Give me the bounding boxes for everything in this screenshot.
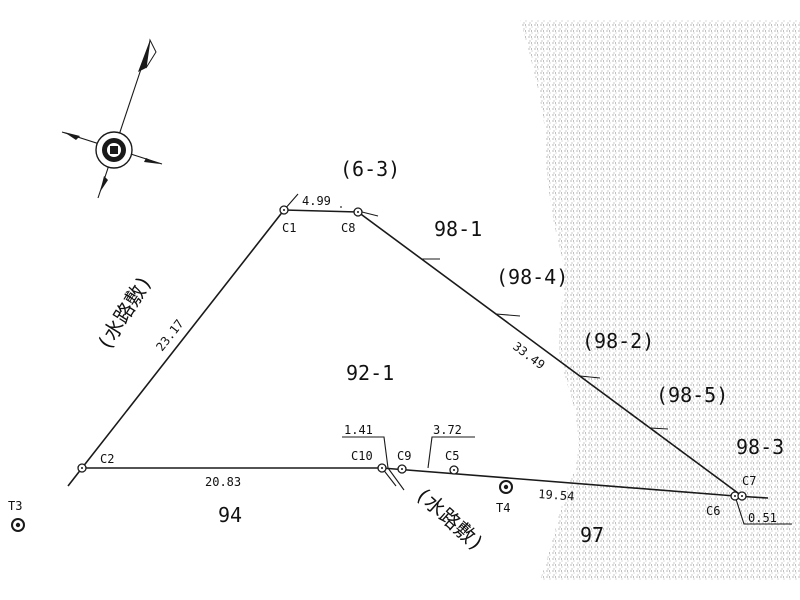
line-c1-c8 [283,209,359,213]
parcel-98-4: (98-4) [496,265,568,289]
label-c9: C9 [397,449,411,463]
parcel-98-2: (98-2) [582,329,654,353]
parcel-98-3: 98-3 [736,435,784,459]
distance-c10-c9: 1.41 [344,423,373,437]
point-c9 [397,464,407,474]
distance-c1-c8: 4.99 [302,194,331,208]
parcel-94: 94 [218,503,242,527]
waterway-bottom-label: (水路敷) [411,482,490,556]
label-c10: C10 [351,449,373,463]
parcel-97: 97 [580,523,604,547]
line-c2-c1 [81,209,285,469]
distance-c8-c7: 33.49 [510,339,547,372]
label-c1: C1 [282,221,296,235]
point-t4 [499,480,513,494]
line-c10-c6 [381,467,736,497]
distance-c2-c10: 20.83 [205,475,241,489]
label-c2: C2 [100,452,114,466]
point-c2 [77,463,87,473]
parcel-98-5: (98-5) [656,383,728,407]
parcel-92-1: 92-1 [346,361,394,385]
distance-c1-c2: 23.17 [153,317,186,354]
label-t4: T4 [496,501,510,515]
point-c8 [353,207,363,217]
label-c6: C6 [706,504,720,518]
label-c7: C7 [742,474,756,488]
water-area [520,20,800,580]
point-t3 [11,518,25,532]
survey-points [11,205,747,532]
distance-c6-c7: 0.51 [748,511,777,525]
distance-c9-c5: 3.72 [433,423,462,437]
distance-c5-c6: 19.54 [538,487,575,503]
label-c8: C8 [341,221,355,235]
parcel-boundaries [67,193,792,525]
parcel-6-3: (6-3) [340,157,400,181]
north-arrow-compass-icon [61,38,163,199]
label-t3: T3 [8,499,22,513]
waterway-left-label: (水路敷) [92,271,157,355]
label-c5: C5 [445,449,459,463]
point-c5 [449,465,459,475]
point-c7 [737,491,747,501]
parcel-98-1: 98-1 [434,217,482,241]
point-c10 [377,463,387,473]
point-c1 [279,205,289,215]
